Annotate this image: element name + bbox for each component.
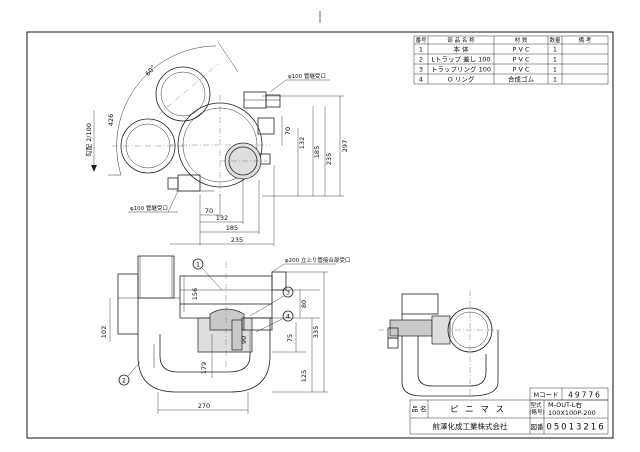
dim-185-bottom: 185: [226, 224, 238, 232]
code-label: Mコード: [533, 391, 558, 399]
dim-70-bottom: 70: [205, 207, 213, 215]
callout-2: [118, 374, 130, 386]
table-cell: P V C: [512, 66, 529, 74]
callout-3-text: 3: [286, 289, 290, 297]
name-label: 品 名: [411, 404, 426, 413]
table-cell: 1: [553, 46, 557, 54]
side-outlet-circle: [447, 307, 493, 353]
table-cell: 合成ゴム: [508, 75, 535, 84]
dim-426: 426: [107, 114, 115, 126]
dim-270: 270: [198, 402, 210, 410]
table-cell: 4: [419, 76, 423, 84]
dim-125: 125: [300, 370, 308, 382]
table-header-material: 材 質: [515, 36, 528, 44]
drawing-number-value: 05013216: [546, 423, 605, 433]
dim-75: 75: [286, 334, 294, 342]
pipe-section-upper: [155, 66, 211, 122]
table-cell: 1: [553, 66, 557, 74]
dim-132-right: 132: [298, 137, 306, 149]
callout-3: [282, 286, 294, 298]
table-header-name: 部 品 名 称: [447, 36, 475, 44]
table-cell: 3: [419, 66, 423, 74]
table-header-no: 番号: [415, 37, 427, 44]
dim-297: 297: [341, 140, 349, 152]
table-cell: 1: [553, 56, 557, 64]
dim-132-bottom: 132: [216, 214, 228, 222]
callout-1: [192, 258, 204, 270]
callout-2-text: 2: [122, 377, 126, 385]
slope-label: 勾配 2/100: [84, 123, 93, 157]
dim-80: 80: [300, 300, 308, 308]
front-view: 1 2 3 4 φ200 立上り管接合部受口 102 156 179 90: [100, 255, 350, 414]
code-value: 49776: [568, 391, 602, 400]
callout-4-text: 4: [286, 313, 290, 321]
dim-235-right: 235: [325, 153, 333, 165]
sheet-border: [26, 31, 614, 439]
dim-156: 156: [191, 288, 199, 300]
table-cell: 1: [553, 76, 557, 84]
table-cell: O リング: [448, 75, 475, 84]
table-cell: 2: [419, 56, 423, 64]
table-cell: P V C: [512, 56, 529, 64]
name-value: ピ ニ マ ス: [450, 405, 506, 415]
callout-1-text: 1: [196, 261, 200, 269]
dim-235-bottom: 235: [231, 236, 243, 244]
company-name: 前澤化成工業株式会社: [433, 421, 508, 431]
side-view: [378, 290, 500, 398]
callout-4: [282, 310, 294, 322]
parts-table: 番号 部 品 名 称 材 質 数量 備 考 1 本 体 P V C 1 2 Lト…: [413, 35, 609, 85]
dim-102: 102: [100, 326, 108, 338]
model-label: 型式 (略号): [529, 401, 544, 416]
table-cell: P V C: [512, 46, 529, 54]
model-line2: 100X100P-200: [548, 409, 596, 417]
dim-185-right: 185: [313, 146, 321, 158]
drawing-number-label: 図番: [531, 423, 545, 431]
table-header-note: 備 考: [579, 36, 592, 44]
label-inlet-left: φ100 管継受口: [130, 204, 168, 212]
dim-179: 179: [200, 362, 208, 374]
label-inlet-top: φ100 管継受口: [288, 72, 326, 80]
table-cell: Lトラップ 差し 100: [431, 55, 490, 64]
table-cell: トラップリング 100: [431, 65, 491, 74]
table-cell: 1: [419, 46, 423, 54]
dim-90: 90: [240, 336, 248, 344]
table-cell: 本 体: [453, 45, 469, 54]
swing-arc: [116, 45, 217, 176]
dim-335: 335: [312, 326, 320, 338]
label-top-inlet: φ200 立上り管接合部受口: [285, 256, 350, 264]
u-bend: [137, 318, 271, 393]
plan-view: 勾配 2/100 426 60° φ100 管継受口 φ100 管継受口 70 …: [84, 41, 349, 246]
model-line1: M-OUT-L右: [548, 400, 582, 409]
title-block: Mコード 49776 品 名 ピ ニ マ ス 型式 (略号) M-OUT-L右 …: [409, 387, 609, 435]
dim-70-right: 70: [284, 127, 292, 135]
table-header-qty: 数量: [549, 36, 561, 44]
